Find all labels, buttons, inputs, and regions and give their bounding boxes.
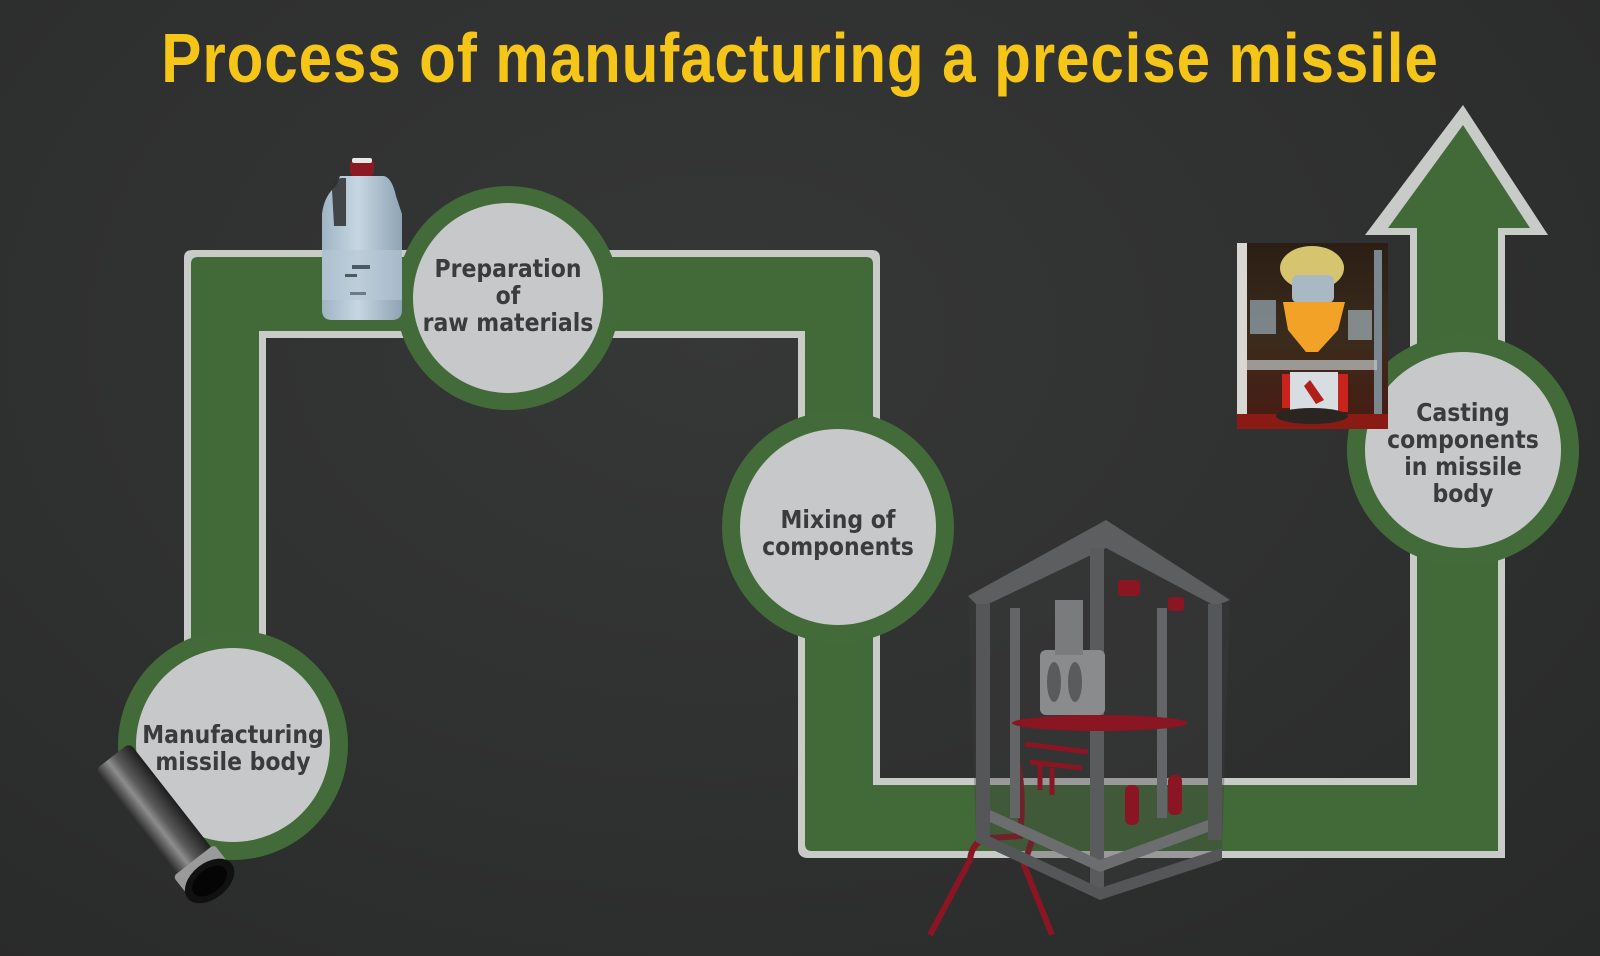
missile-tube-icon [97, 745, 235, 904]
step-label-4: Casting components in missile body [1387, 398, 1539, 508]
page-title: Process of manufacturing a precise missi… [161, 19, 1439, 97]
jug-icon [322, 158, 402, 320]
step-label-1: Manufacturing missile body [142, 720, 324, 776]
mixer-machine-icon [927, 520, 1230, 937]
step-label-2: Preparation of raw materials [422, 254, 594, 337]
step-label-3: Mixing of components [762, 505, 914, 561]
step-node-3 [722, 411, 954, 643]
casting-facility-photo [1237, 243, 1388, 429]
step-node-2 [396, 186, 620, 410]
step-node-4 [1347, 334, 1579, 566]
